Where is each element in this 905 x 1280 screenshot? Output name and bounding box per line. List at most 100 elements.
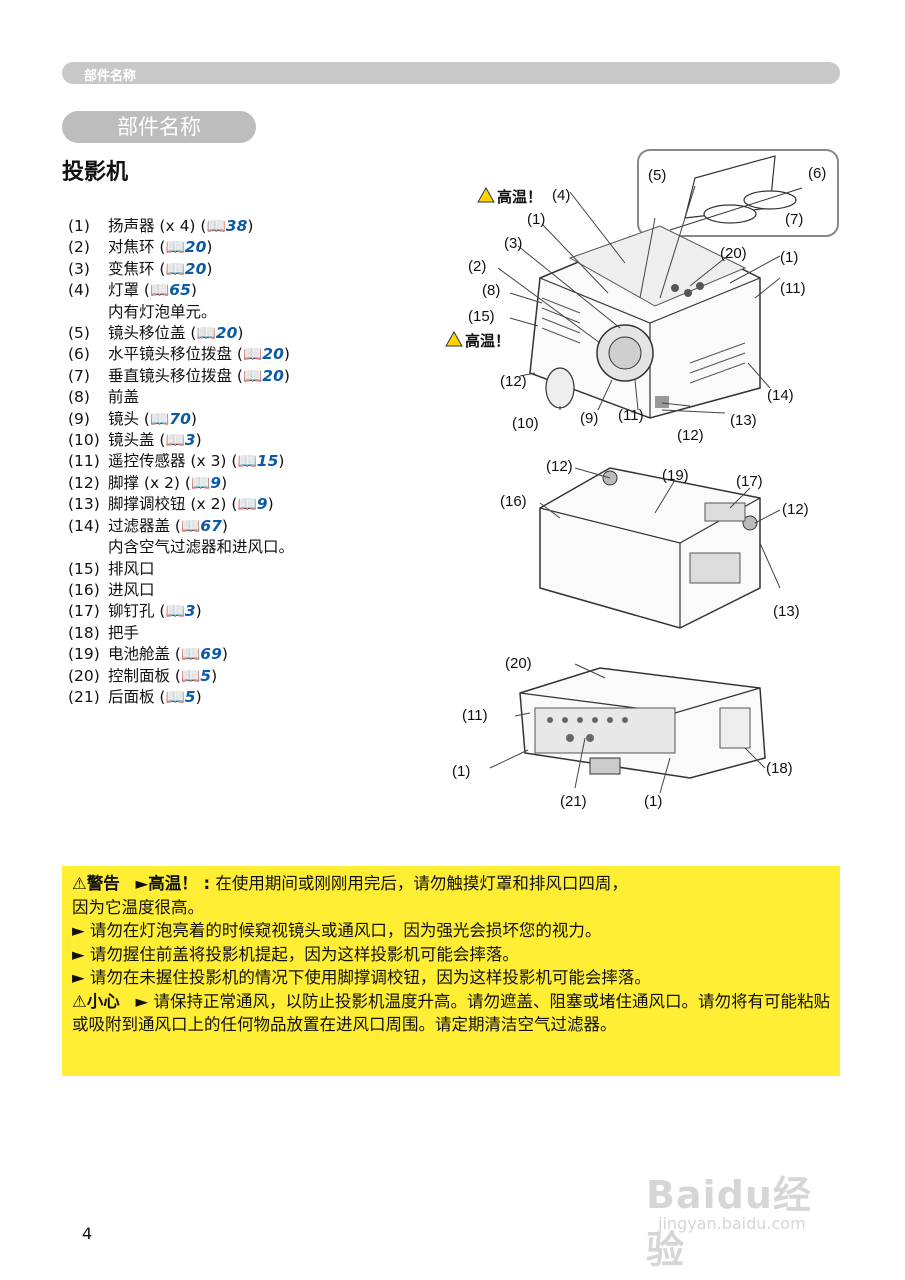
page-reference[interactable]: 3 [184,431,196,450]
book-icon: 📖 [180,516,201,535]
part-name: 镜头 ( [108,409,150,428]
page-reference[interactable]: 70 [169,409,191,428]
part-item: (5)镜头移位盖 (📖20) [68,323,294,344]
callout-label: (20) [720,245,747,262]
callout-label: (17) [736,473,763,490]
book-icon: 📖 [190,473,211,492]
part-close-paren: ) [283,345,290,364]
projector-diagram: 高温！ 高温！ (4) (5) (6) (7) (1) (3) (2) (8) … [445,149,839,810]
part-close-paren: ) [190,409,197,428]
page-reference[interactable]: 15 [256,452,279,471]
part-number: (2) [68,238,90,257]
running-header-bar: 部件名称 [62,62,840,84]
part-close-paren: ) [278,452,285,471]
callout-label: (11) [780,280,806,297]
part-name: 灯罩 ( [108,281,150,300]
part-item: (2) 对焦环 (📖20) [68,237,294,258]
watermark-url: jingyan.baidu.com [658,1214,806,1233]
callout-label: (13) [773,603,800,620]
part-name: 对焦环 ( [108,238,166,257]
part-item: (1)扬声器 (x 4) (📖38) [68,216,294,237]
part-number: (16) [68,580,100,599]
part-item: (19)电池舱盖 (📖69) [68,644,294,665]
page-reference[interactable]: 20 [262,366,284,385]
hot-label-1: 高温！ [497,188,542,206]
part-close-paren: ) [267,495,274,514]
page-reference[interactable]: 3 [184,602,196,621]
page-reference[interactable]: 5 [184,687,196,706]
part-number: (13) [68,495,100,514]
part-item: (12)脚撑 (x 2) (📖9) [68,473,294,494]
part-close-paren: ) [206,238,213,257]
callout-label: (7) [785,211,803,228]
hot-label-2: 高温！ [465,332,510,350]
callout-label: (12) [677,427,704,444]
part-name: 把手 [108,623,140,642]
page-reference[interactable]: 67 [200,516,222,535]
hot-warning-label: ►高温！ : [135,874,211,893]
page-reference[interactable]: 65 [169,281,191,300]
book-icon: 📖 [149,281,170,300]
callout-label: (15) [468,308,495,325]
warning-line: ► 请勿握住前盖将投影机提起，因为这样投影机可能会摔落。 [72,944,519,964]
part-name: 镜头盖 ( [108,431,166,450]
part-number: (5) [68,324,90,343]
page-reference[interactable]: 69 [200,645,222,664]
callout-label: (13) [730,412,757,429]
part-name: 遥控传感器 (x 3) ( [108,452,238,471]
page-reference[interactable]: 38 [225,217,248,235]
page-reference[interactable]: 20 [184,259,207,278]
part-item: (7)垂直镜头移位拨盘 (📖20) [68,366,294,387]
part-item: (14)过滤器盖 (📖67) [68,516,294,537]
part-close-paren: ) [221,516,228,535]
part-number: (17) [68,602,100,621]
callout-label: (3) [504,235,522,252]
part-name: 水平镜头移位拨盘 ( [108,345,243,364]
callout-label: (20) [505,655,532,672]
part-name: 扬声器 (x 4) ( [108,217,207,235]
part-item: (17)铆钉孔 (📖3) [68,601,294,622]
page-reference[interactable]: 20 [215,324,238,343]
book-icon: 📖 [165,238,185,257]
projector-rear-view [519,667,766,779]
page-reference[interactable]: 9 [256,495,268,514]
part-name: 电池舱盖 ( [108,645,181,664]
part-item: (15)排风口 [68,559,294,580]
warning-line: ⚠警告 ►高温！ : 在使用期间或刚刚用完后，请勿触摸灯罩和排风口四周， [72,872,830,896]
part-close-paren: ) [190,281,197,300]
part-number: (7) [68,366,90,385]
callout-label: (1) [527,211,545,228]
book-icon: 📖 [149,409,170,428]
caution-text: ► 请保持正常通风，以防止投影机温度升高。请勿遮盖、阻塞或堵住通风口。请勿将有可… [72,991,830,1035]
part-number: (14) [68,516,100,535]
part-close-paren: ) [221,645,228,664]
part-name: 镜头移位盖 ( [108,324,197,343]
part-number: (20) [68,666,100,685]
part-number: (8) [68,388,90,407]
part-number: (11) [68,452,100,471]
page-reference[interactable]: 5 [200,666,212,685]
part-item: (20)控制面板 (📖5) [68,666,294,687]
callout-label: (12) [500,373,527,390]
warning-line: ► 请勿在灯泡亮着的时候窥视镜头或通风口，因为强光会损坏您的视力。 [72,921,602,940]
book-icon: 📖 [242,366,263,385]
page-reference[interactable]: 20 [262,345,284,364]
part-name: 垂直镜头移位拨盘 ( [108,366,243,385]
callout-label: (16) [500,493,527,510]
part-close-paren: ) [195,602,202,621]
callout-label: (19) [662,467,689,484]
part-close-paren: ) [195,431,202,450]
part-number: (19) [68,645,100,664]
warning-text: 在使用期间或刚刚用完后，请勿触摸灯罩和排风口四周， [215,874,628,893]
book-icon: 📖 [196,324,216,343]
subsection-title: 投影机 [62,160,129,185]
part-item: (21)后面板 (📖5) [68,687,294,708]
page-reference[interactable]: 20 [184,238,207,257]
book-icon: 📖 [165,687,185,706]
book-icon: 📖 [165,431,185,450]
part-number: (1) [68,217,90,235]
part-close-paren: ) [195,687,202,706]
callout-label: (9) [580,410,598,427]
page-reference[interactable]: 9 [210,473,222,492]
callout-label: (4) [552,187,570,204]
